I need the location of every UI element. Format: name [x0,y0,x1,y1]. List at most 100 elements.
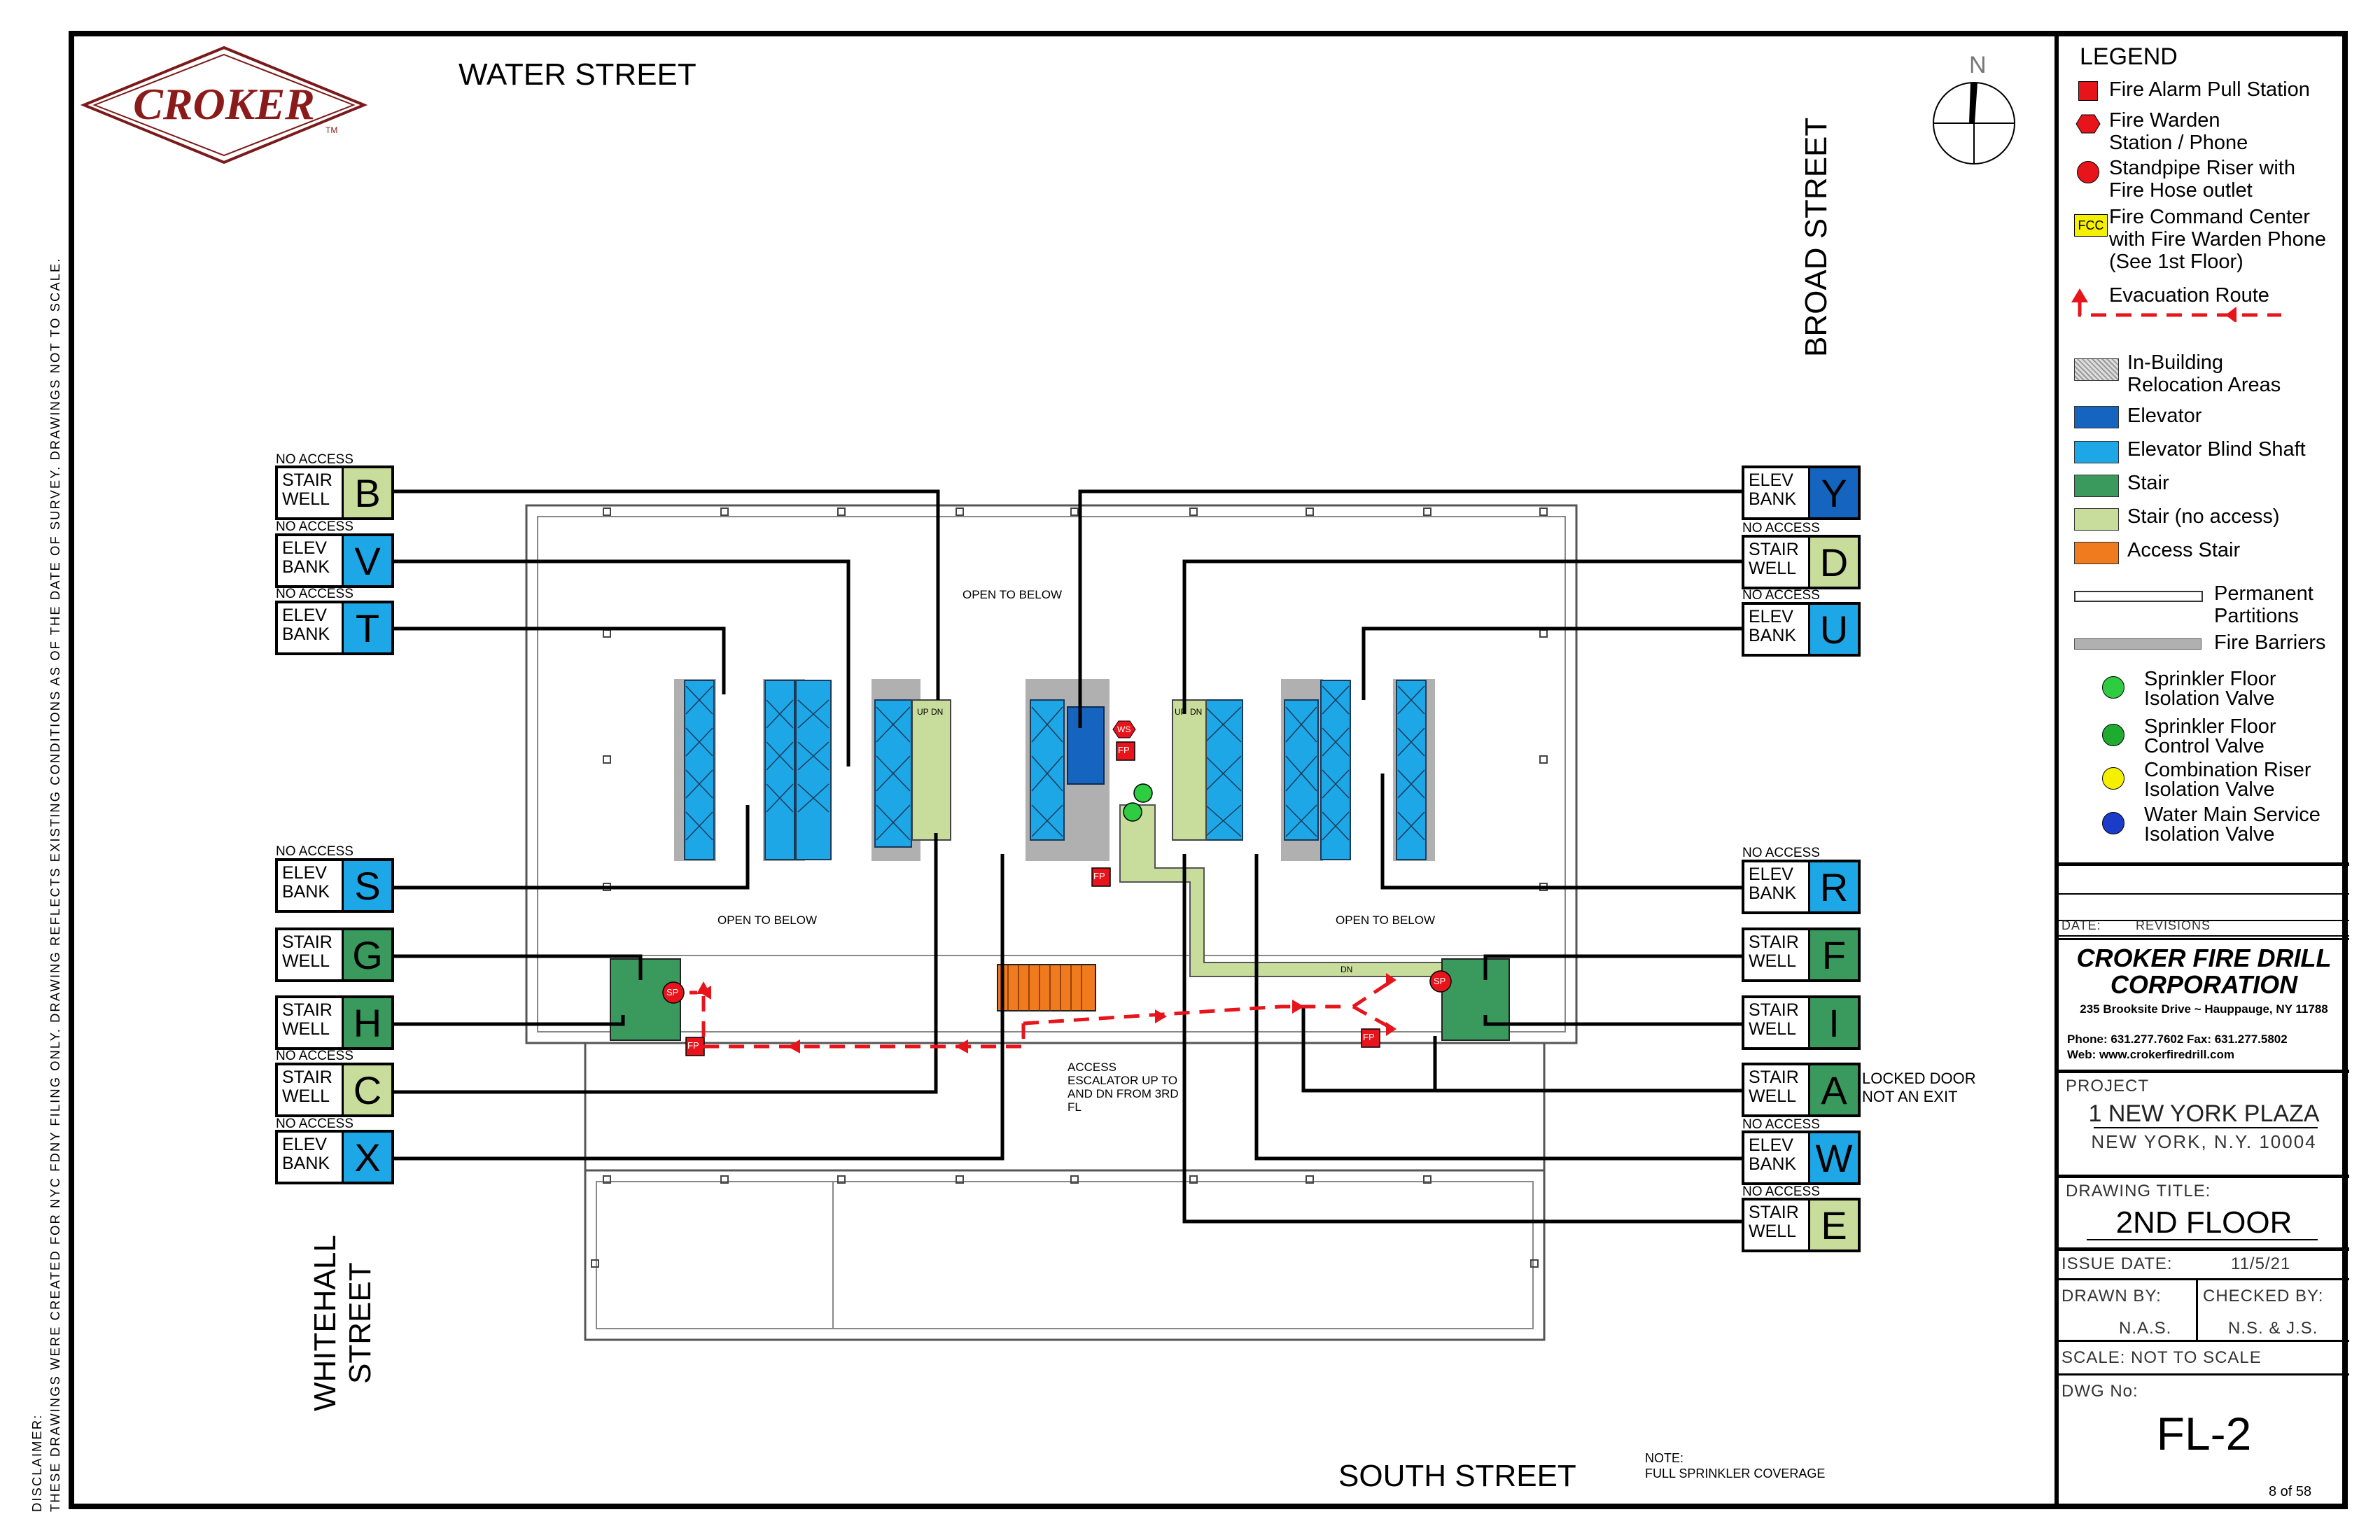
standpipe-icon-2 [1429,970,1452,993]
callout-V-letter: V [342,536,391,585]
ws-label: WS [1117,724,1131,734]
croker-logo: CROKER TM [77,42,371,168]
callout-T-letter: T [342,603,391,652]
tb-divider-10 [2059,1340,2349,1342]
tb-drawn-label: DRAWN BY: [2062,1287,2162,1306]
elevator-bank-center [1026,679,1110,861]
tb-divider-9 [2059,1278,2349,1280]
note-sprinkler: NOTE: FULL SPRINKLER COVERAGE [1645,1450,1825,1481]
legend-access-stair: Access Stair [2127,539,2241,561]
noaccess-U: NO ACCESS [1742,588,1820,603]
locked-door-line2: NOT AN EXIT [1862,1088,1958,1105]
access-escalator [997,964,1096,1011]
tb-drawing-title-label: DRAWING TITLE: [2066,1182,2211,1200]
up-label-1: UP [917,707,929,717]
noaccess-T: NO ACCESS [276,587,354,601]
stair-no-access-legend-swatch [2074,508,2119,531]
tb-divider-8 [2059,1247,2349,1251]
street-south: SOUTH STREET [1338,1459,1576,1493]
tb-divider-11 [2059,1373,2349,1376]
fire-alarm-icon-2 [1091,867,1111,887]
legend-elevator: Elevator [2127,405,2202,427]
stair-no-access-left [911,699,951,841]
sprinkler-isolation-valve-icon [1123,802,1142,822]
callout-U-letter: U [1808,605,1858,654]
blind-shaft-legend-swatch [2074,441,2119,463]
locked-door-line1: LOCKED DOOR [1862,1070,1976,1087]
fp-label-4: FP [1363,1032,1375,1042]
callout-R-letter: R [1808,862,1858,911]
fp-label-2: FP [1093,871,1105,881]
tb-divider-3 [2059,920,2349,921]
sprinkler-isolation-valve-legend-icon [2102,676,2124,699]
standpipe-legend-icon [2077,161,2099,183]
stair-east [1441,958,1510,1041]
legend-panel: LEGEND Fire Alarm Pull Station Fire Ward… [2054,35,2353,1508]
callout-F-letter: F [1808,930,1858,979]
standpipe-icon-1 [662,981,685,1004]
noaccess-S: NO ACCESS [276,844,354,859]
legend-evac: Evacuation Route [2109,284,2269,307]
callout-S-letter: S [342,861,391,910]
fp-label-3: FP [687,1040,699,1051]
partition-legend-swatch [2074,591,2203,602]
combination-riser-valve-legend-icon [2102,767,2124,790]
up-label-2: UP [1175,707,1186,717]
note-open-below-3: OPEN TO BELOW [1336,913,1436,927]
fire-alarm-icon-3 [685,1037,705,1056]
tb-scale: SCALE: NOT TO SCALE [2062,1348,2262,1367]
fire-warden-icon [1112,720,1136,738]
sprinkler-control-valve-icon [1133,783,1153,803]
sprinkler-control-valve-legend-icon [2102,724,2124,746]
tb-vertical-divider [2196,1278,2198,1340]
note-open-below-1: OPEN TO BELOW [962,588,1063,601]
noaccess-B: NO ACCESS [276,452,354,467]
note-text: FULL SPRINKLER COVERAGE [1645,1466,1826,1480]
dn-label-3: DN [1340,965,1353,974]
relocation-legend-swatch [2074,358,2119,381]
callout-G-letter: G [342,930,391,979]
noaccess-C: NO ACCESS [276,1049,354,1063]
sp-label-2: SP [1434,976,1446,986]
fire-alarm-icon-4 [1361,1028,1380,1048]
tb-dwg-label: DWG No: [2062,1382,2138,1401]
callout-H-letter: H [342,998,391,1047]
fire-alarm-legend-icon [2078,81,2098,101]
tb-revisions-label: REVISIONS [2136,918,2211,932]
logo-tm: TM [326,125,337,135]
legend-blind-shaft: Elevator Blind Shaft [2127,438,2306,461]
water-main-valve-legend-icon [2102,812,2124,834]
tb-issue-label: ISSUE DATE: [2062,1254,2173,1273]
note-open-below-2: OPEN TO BELOW [718,913,818,927]
tb-divider-4 [2059,935,2349,937]
logo-text: CROKER [133,79,315,129]
